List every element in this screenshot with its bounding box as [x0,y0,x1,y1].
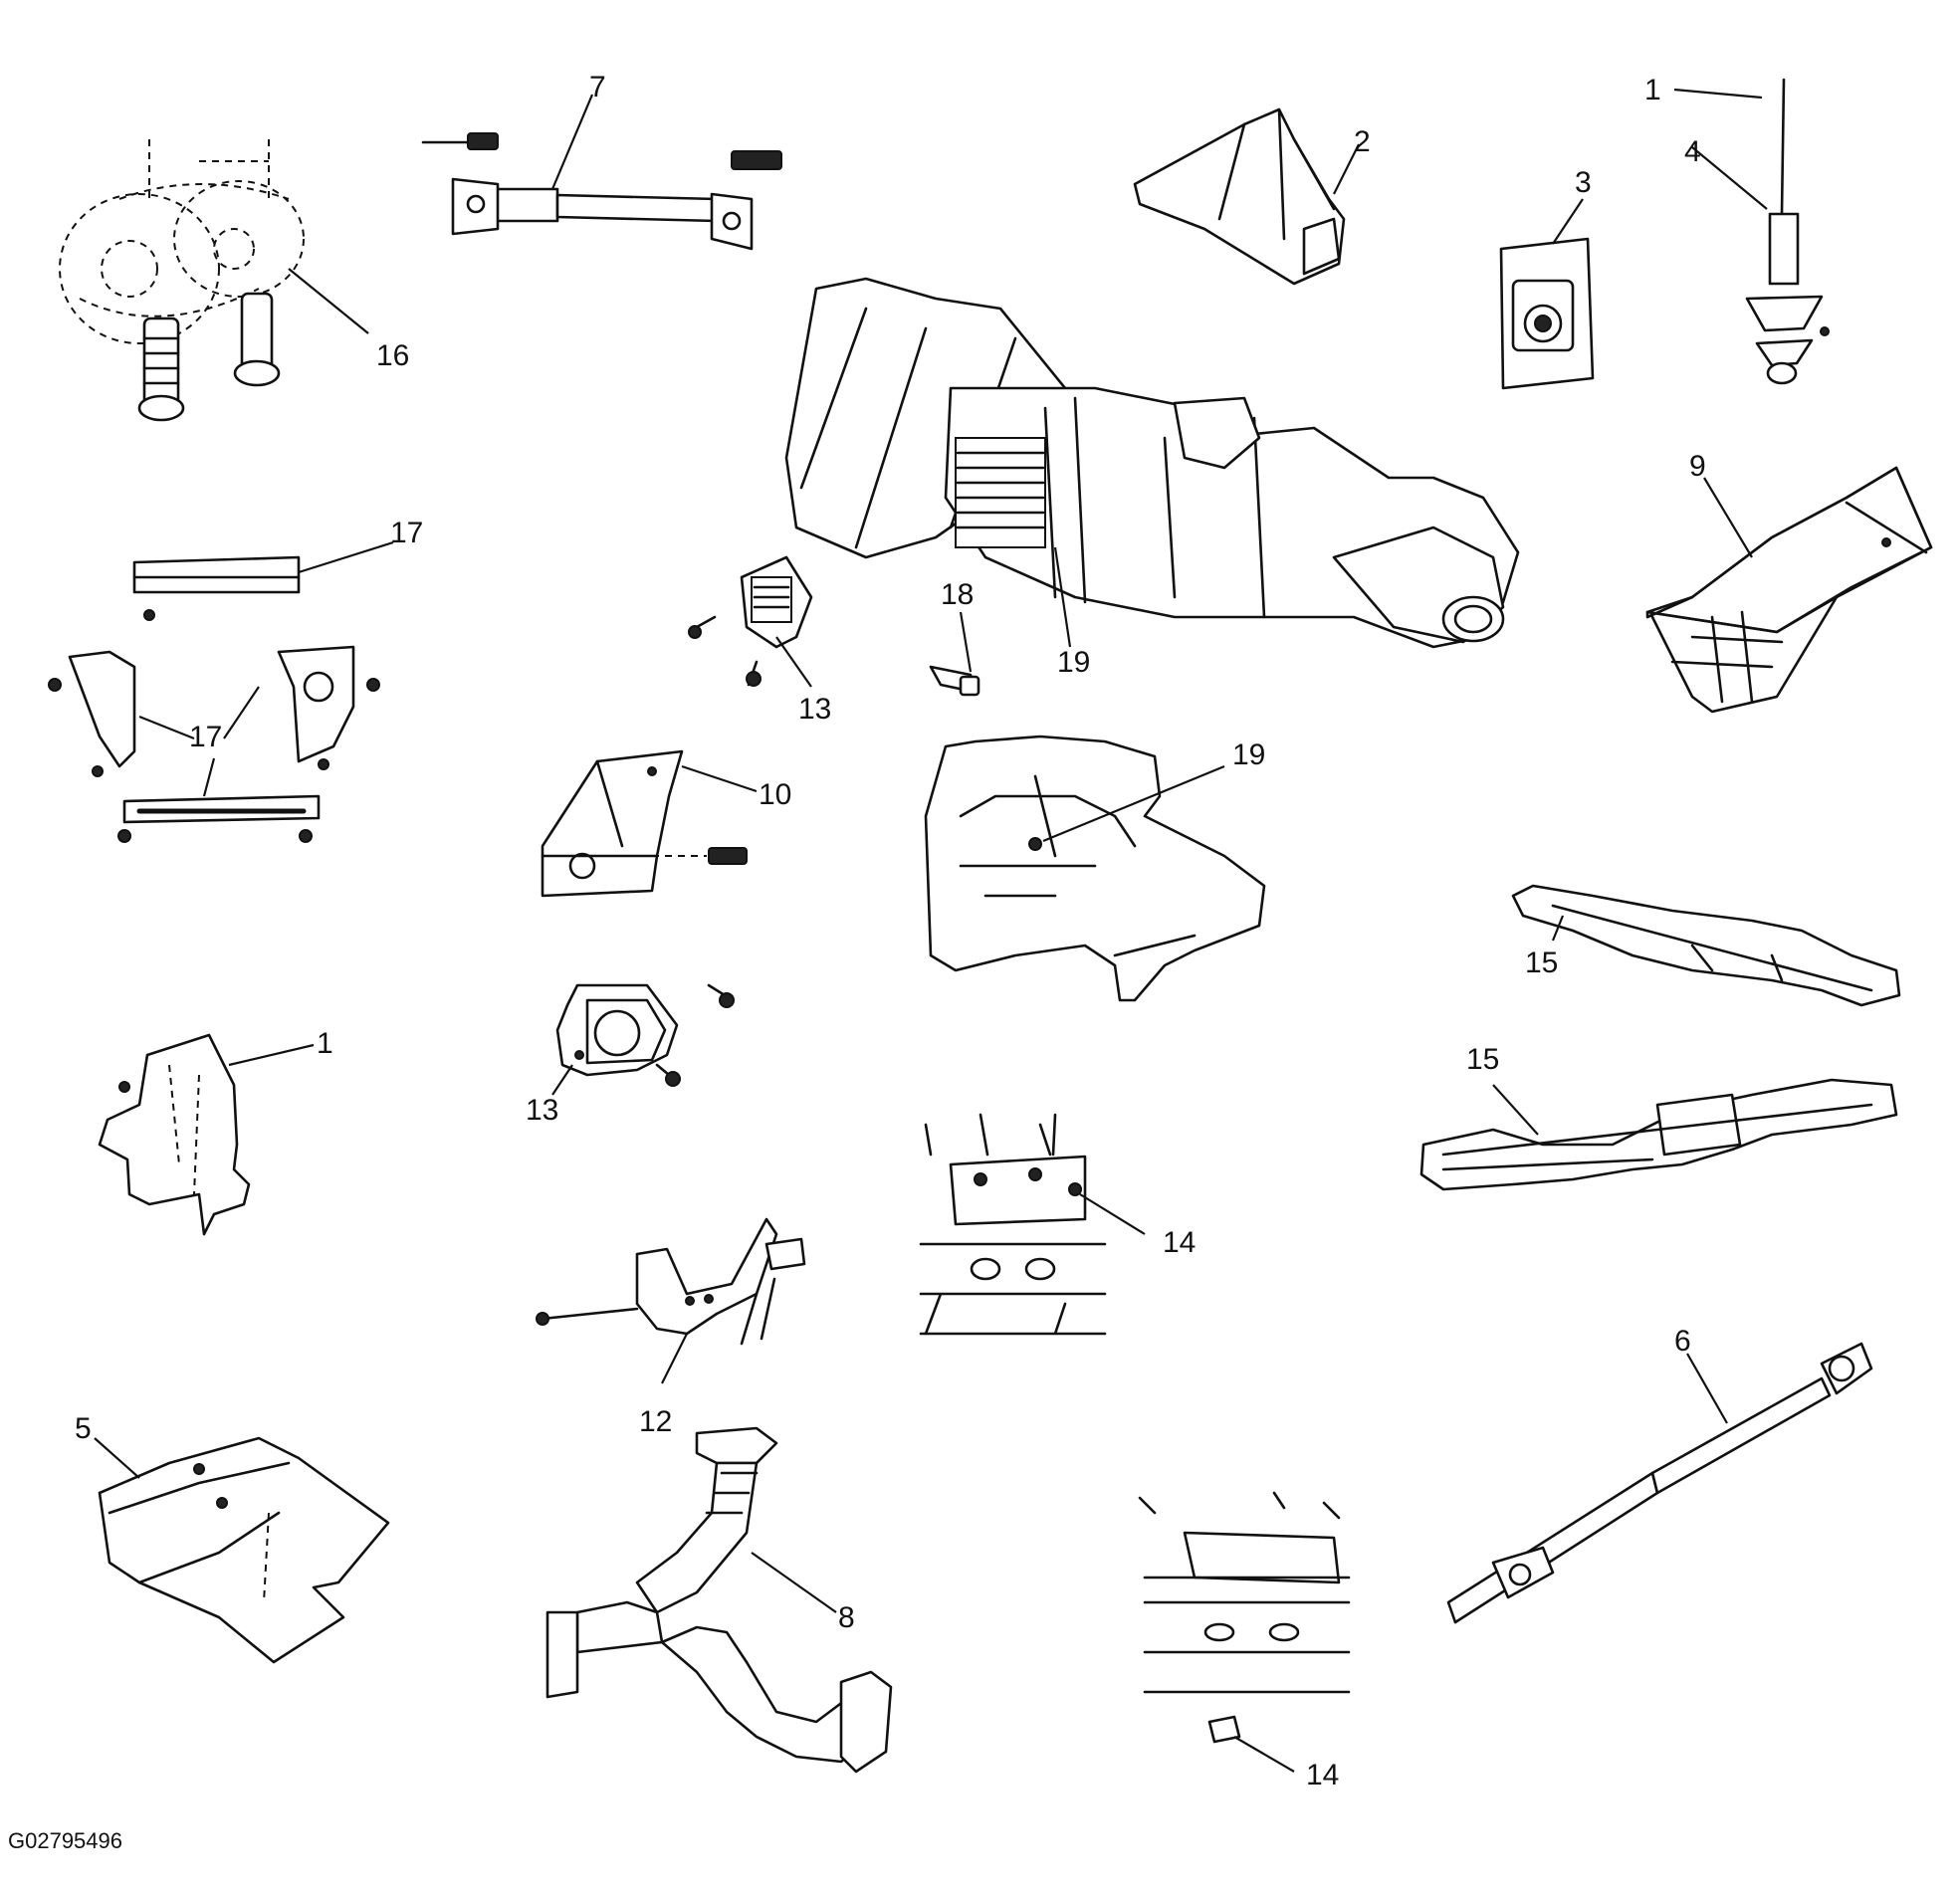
callout-6: 6 [1674,1325,1691,1358]
part-13-mount-upper [688,555,813,688]
part-10-mount-bracket [541,749,758,898]
callout-5: 5 [75,1412,92,1445]
callout-3: 3 [1575,166,1592,199]
callout-16: 16 [376,339,409,372]
part-4-shift-lever [1673,78,1830,385]
part-6-rear-driveshaft [1446,1342,1873,1624]
callout-17-bottom: 17 [189,721,222,753]
part-15-crossmember-upper [1511,884,1901,1007]
callout-12: 12 [639,1405,672,1438]
callout-4: 4 [1684,135,1701,168]
callout-13-bottom: 13 [526,1094,558,1127]
callout-8: 8 [838,1601,855,1634]
callout-15-top: 15 [1525,947,1558,979]
part-17-brackets [48,540,394,843]
callout-15-bottom: 15 [1466,1043,1499,1076]
callout-19-top: 19 [1057,646,1090,679]
part-19-adapter [924,735,1266,1002]
part-15-crossmember-lower [1419,1078,1898,1191]
figure-id: G02795496 [8,1828,122,1853]
callout-7: 7 [589,71,606,104]
part-7-propeller-shaft [421,94,782,251]
callout-14-bottom: 14 [1306,1759,1339,1791]
callout-9: 9 [1689,450,1706,483]
part-3-retainer-plate [1499,198,1595,390]
part-9-heat-shield [1645,466,1933,714]
part-14-frame-upper [919,1113,1146,1336]
callout-13-top: 13 [798,693,831,726]
callout-1-left: 1 [317,1027,333,1060]
part-16-clutch-housing [59,139,369,422]
transmission-assembly [784,277,1520,649]
part-8-exhaust-pipe [545,1426,893,1774]
callout-1-top: 1 [1644,74,1661,106]
part-18-bolt [929,611,980,697]
part-12-cable-bracket [536,1217,806,1384]
callout-17-top: 17 [390,517,423,549]
part-5-skid-plate [94,1436,390,1664]
part-2-shift-boot [1133,107,1360,286]
callout-18: 18 [941,578,974,611]
callout-labels: 1 2 3 4 7 16 9 17 18 19 13 17 19 10 15 1… [75,71,1706,1791]
callout-14-top: 14 [1163,1226,1196,1259]
part-14-frame-lower [1138,1491,1351,1773]
callout-19-bottom: 19 [1232,738,1265,771]
callout-2: 2 [1354,125,1371,158]
part-13-mount-lower [551,983,735,1096]
callout-10: 10 [759,778,791,811]
part-1-shield [98,1033,315,1236]
